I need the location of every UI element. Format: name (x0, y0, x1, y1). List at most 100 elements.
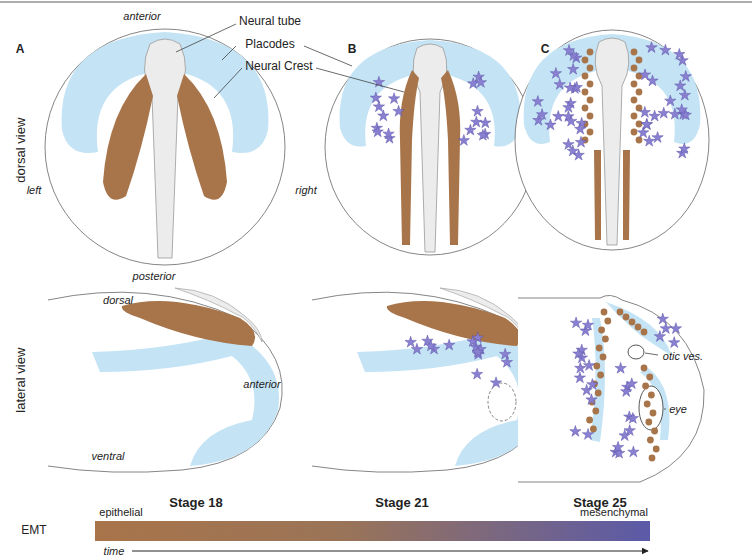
crest-cell-star (563, 102, 574, 113)
panel-letter: A (16, 43, 25, 56)
crest-cell-star (570, 317, 581, 328)
crest-cell-dot (631, 49, 638, 56)
embryo-lateral-c (518, 295, 704, 482)
crest-cell-star (465, 124, 476, 135)
embryo-dorsal-b-part (441, 70, 460, 245)
embryo-dorsal-c-part (515, 30, 709, 250)
structure-label: Neural tube (239, 15, 301, 28)
axis-label: ventral (91, 450, 124, 462)
embryo-dorsal-c (515, 30, 709, 250)
embryo-lateral-b (312, 288, 547, 472)
embryo-lateral-c-part (639, 386, 663, 430)
crest-cell-dot (631, 81, 638, 88)
time-arrow (132, 551, 648, 552)
leader-lines-part (176, 24, 236, 52)
crest-cell-dot (582, 89, 589, 96)
embryo-dorsal-b-part (413, 44, 447, 252)
embryo-lateral-a-part (92, 332, 279, 466)
crest-cell-star (480, 117, 491, 128)
crest-cell-star (471, 368, 482, 379)
embryo-dorsal-b-part (400, 70, 419, 245)
crest-cell-star (679, 143, 690, 154)
embryo-dorsal-a-part (103, 74, 153, 200)
crest-cell-star (564, 82, 575, 93)
crest-cell-dot (587, 97, 594, 104)
crest-cell-star (644, 135, 655, 146)
crest-cell-star (477, 129, 488, 140)
crest-cell-star (647, 75, 658, 86)
crest-cell-star (646, 42, 657, 53)
crest-cell-star (660, 323, 671, 334)
crest-cell-star (372, 126, 383, 137)
stage-label: Stage 18 (169, 496, 222, 510)
crest-cell-star (674, 48, 685, 59)
crest-cell-star (532, 96, 543, 107)
crest-cell-star (675, 80, 686, 91)
crest-cell-dot (653, 446, 660, 453)
embryo-lateral-c-part (518, 295, 704, 482)
crest-cell-dot (595, 390, 602, 397)
crest-cell-star (472, 346, 483, 357)
crest-cell-star (545, 119, 556, 130)
crest-cell-star (639, 69, 650, 80)
crest-cell-dot (587, 113, 594, 120)
crest-cell-star (467, 336, 478, 347)
crest-cell-dot (617, 309, 624, 316)
crest-cell-star (388, 93, 399, 104)
crest-cell-star (621, 386, 632, 397)
crest-cell-star (576, 117, 587, 128)
crest-cell-dot (644, 401, 651, 408)
crest-cell-star (573, 348, 584, 359)
crest-cell-star (582, 319, 593, 330)
crest-cell-dot (586, 417, 593, 424)
view-label: lateral view (15, 347, 29, 412)
embryo-lateral-c-part (640, 368, 669, 440)
embryo-lateral-a-part (122, 301, 255, 346)
crest-cell-dot (597, 372, 604, 379)
crest-cell-dot (649, 455, 656, 462)
crest-cell-dot (647, 437, 654, 444)
crest-cell-dot (651, 428, 658, 435)
structure-label: Neural Crest (245, 60, 312, 73)
crest-cell-star (660, 44, 671, 55)
crest-cell-star (669, 337, 680, 348)
leader-lines (176, 24, 666, 409)
crest-cell-star (574, 372, 585, 383)
axis-label: dorsal (103, 294, 133, 306)
crest-cell-star (586, 394, 597, 405)
crest-cell-dot (641, 329, 648, 336)
crest-cell-dot (587, 49, 594, 56)
crest-cell-star (378, 110, 389, 121)
crest-cell-star (641, 118, 652, 129)
crest-cell-dot (582, 73, 589, 80)
crest-cell-star (637, 127, 648, 138)
crest-cell-dot (600, 354, 607, 361)
scale-end-label: mesenchymal (580, 506, 648, 518)
crest-cell-dot (602, 336, 609, 343)
crest-cell-star (405, 336, 416, 347)
crest-cell-dot (642, 383, 649, 390)
crest-cell-dot (636, 137, 643, 144)
crest-cell-star (654, 331, 665, 342)
neural-crest-cells (582, 49, 643, 144)
crest-cell-star (536, 109, 547, 120)
crest-cell-dot (631, 113, 638, 120)
crest-cell-star (383, 128, 394, 139)
crest-cell-star (680, 71, 691, 82)
embryo-lateral-a (48, 288, 282, 472)
crest-cell-dot (648, 392, 655, 399)
crest-cell-star (612, 441, 623, 452)
axis-label: anterior (123, 10, 160, 22)
panel-letter: C (541, 43, 550, 56)
crest-cell-star (567, 63, 578, 74)
embryo-dorsal-b (325, 39, 535, 255)
embryo-dorsal-c-part (594, 150, 601, 240)
crest-cell-dot (587, 65, 594, 72)
axis-label: posterior (133, 270, 176, 282)
crest-cell-dot (646, 374, 653, 381)
crest-cell-dot (604, 318, 611, 325)
crest-cell-star (554, 79, 565, 90)
crest-cell-star (582, 429, 593, 440)
crest-cell-star (652, 132, 663, 143)
